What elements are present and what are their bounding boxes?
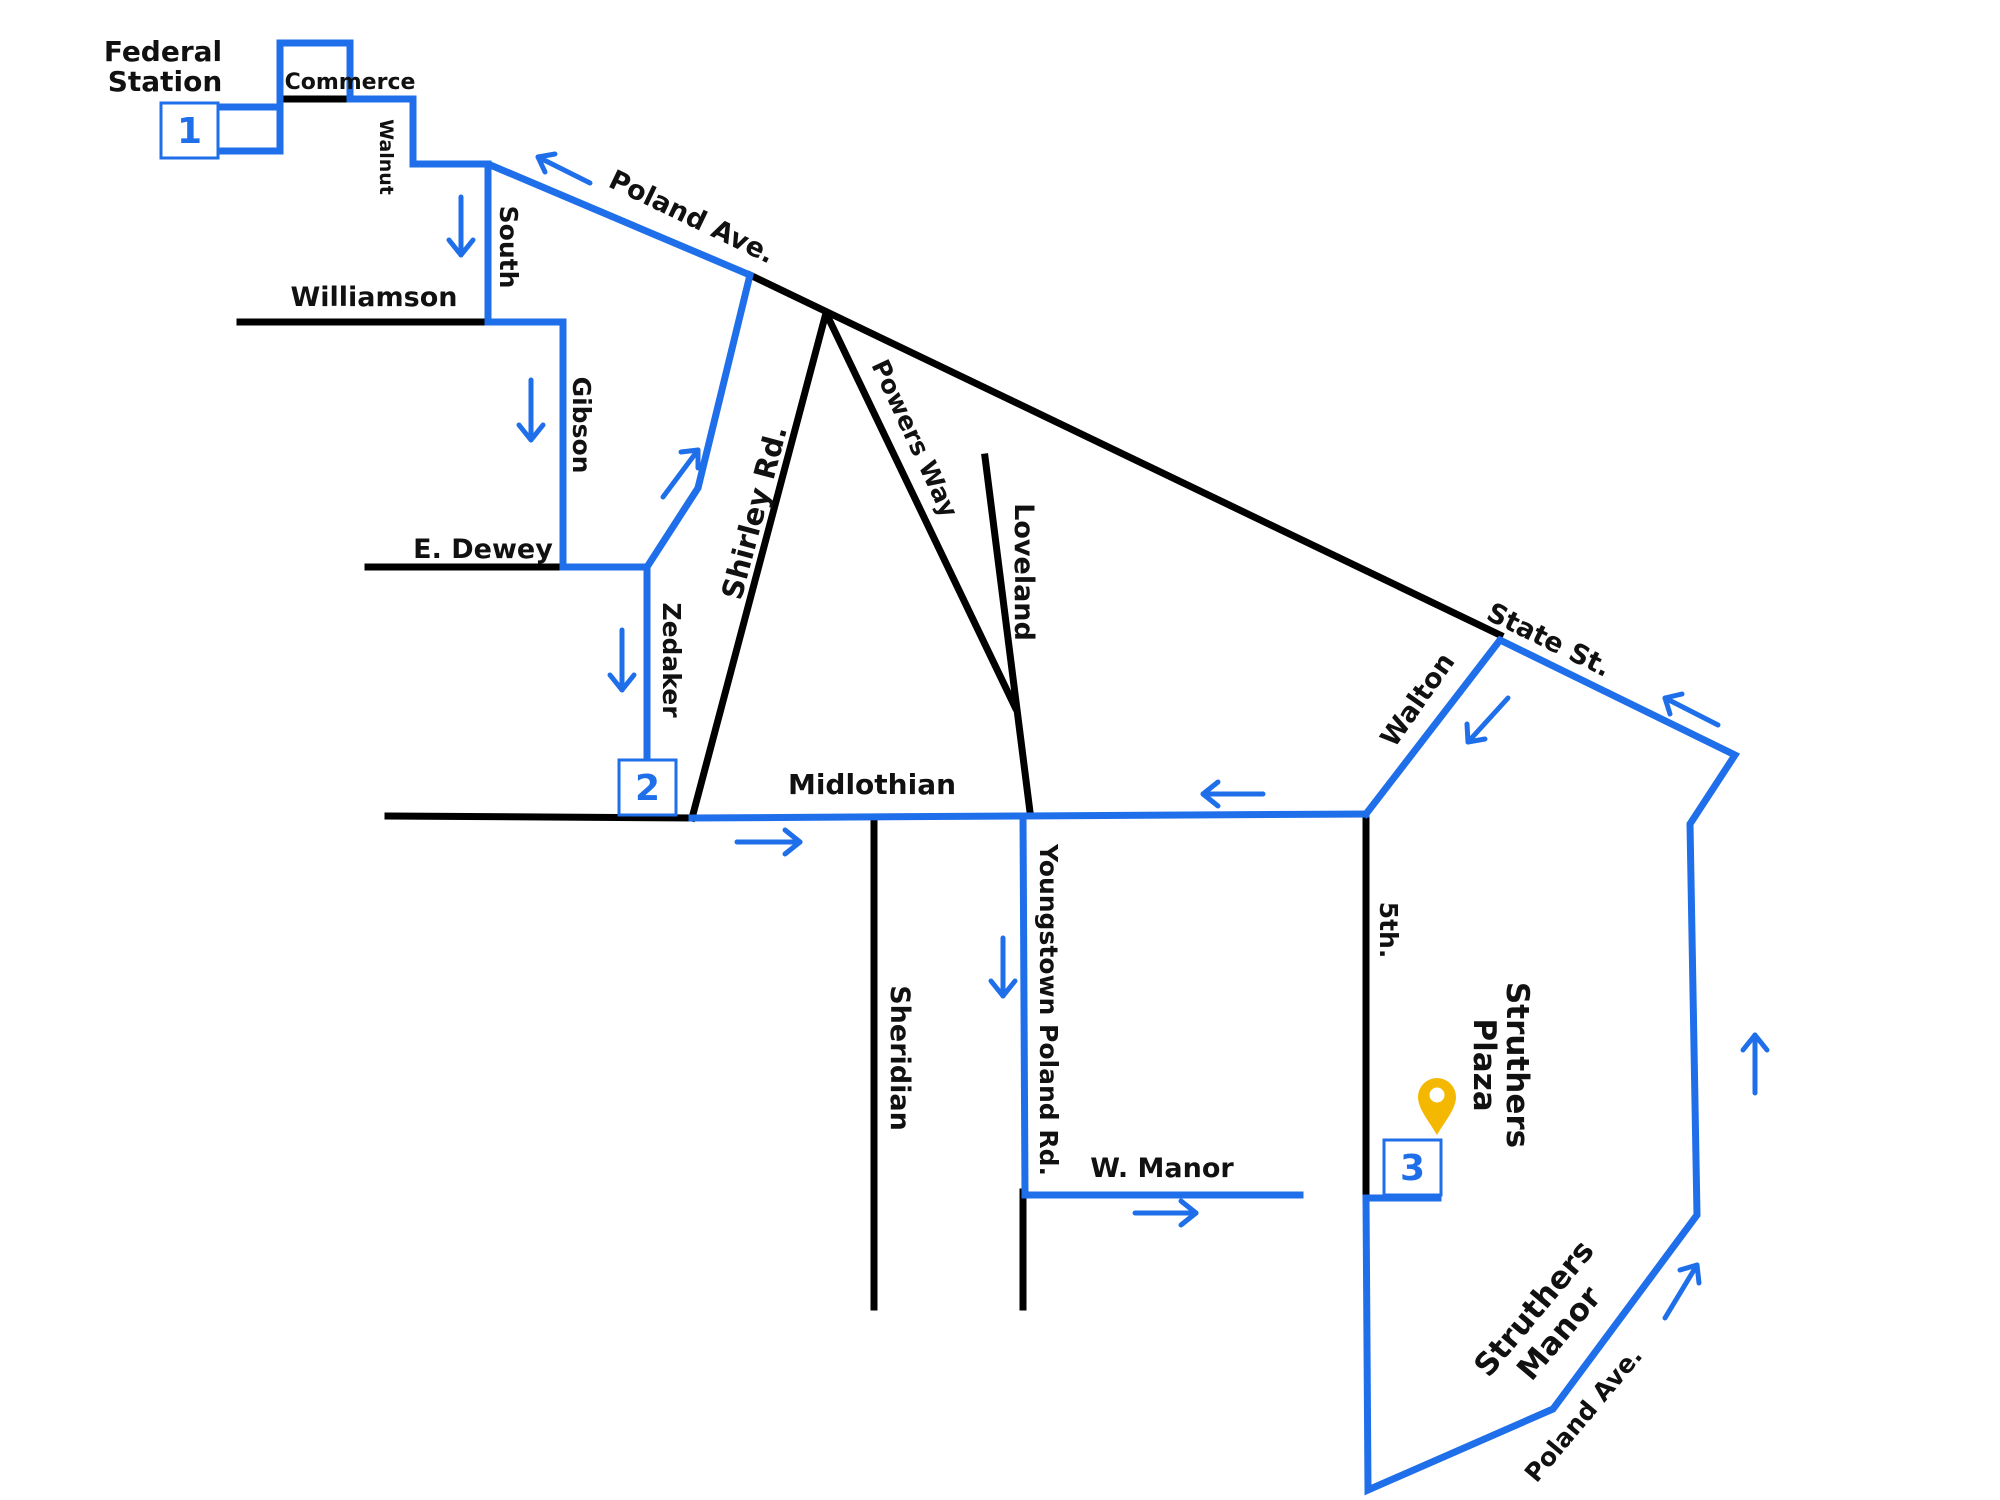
street-label-w-manor: W. Manor <box>1090 1153 1234 1184</box>
bus-route-layer <box>214 39 1741 1496</box>
streets-layer <box>236 95 1505 1311</box>
direction-arrows <box>446 151 1770 1321</box>
route-segment-walton-state-poland <box>1361 635 1741 1496</box>
route-segment-youngstown-poland <box>1019 812 1304 1199</box>
arrow-down-icon <box>988 935 1018 999</box>
street-label-poland-ave: Poland Ave. <box>604 164 780 270</box>
street-label-walnut: Walnut <box>375 119 397 195</box>
street-label-fifth: 5th. <box>1374 902 1403 959</box>
street-label-midlothian: Midlothian <box>788 768 956 801</box>
arrow-down-left-icon <box>1464 695 1511 745</box>
origin-label-line1: Federal <box>104 35 222 68</box>
street-powers-way <box>821 308 1020 712</box>
street-loveland <box>981 453 1034 816</box>
arrow-left-icon <box>1200 779 1266 809</box>
street-midlothian-west <box>384 812 696 822</box>
street-label-youngstown-poland-rd: Youngstown Poland Rd. <box>1034 843 1063 1176</box>
street-shirley-rd <box>687 308 831 823</box>
route-segment-south-gibson <box>484 160 651 571</box>
street-label-williamson: Williamson <box>291 282 458 313</box>
arrow-right-icon <box>1132 1198 1199 1228</box>
arrow-up-left-icon <box>535 151 593 186</box>
street-label-e-dewey: E. Dewey <box>413 534 553 565</box>
location-pin-icon[interactable] <box>1418 1078 1456 1135</box>
arrow-up-right-icon <box>660 447 701 500</box>
street-label-south: South <box>494 206 523 289</box>
stop-number: 1 <box>177 111 202 152</box>
stop-marker-3[interactable]: 3 <box>1382 1138 1443 1197</box>
street-label-sheridian: Sheridian <box>884 985 915 1131</box>
origin-label-line2: Station <box>108 65 223 98</box>
arrow-down-icon <box>446 194 476 258</box>
arrow-up-right-icon <box>1662 1262 1702 1321</box>
stop-number: 3 <box>1400 1148 1425 1189</box>
street-label-commerce: Commerce <box>285 70 416 95</box>
arrow-right-icon <box>734 827 803 857</box>
arrow-up-icon <box>1740 1032 1770 1096</box>
route-segment-north <box>214 39 755 774</box>
street-label-zedaker: Zedaker <box>657 602 686 718</box>
street-label-shirley-rd: Shirley Rd. <box>715 422 794 603</box>
stop-number: 2 <box>635 768 660 809</box>
street-label-walton: Walton <box>1375 647 1462 752</box>
stop-marker-2[interactable]: 2 <box>617 758 678 817</box>
arrow-down-icon <box>607 627 637 693</box>
destination-label-line1: Struthers <box>1499 982 1535 1148</box>
arrow-down-icon <box>516 377 546 443</box>
street-label-loveland: Loveland <box>1008 503 1039 641</box>
street-poland-ave-segment <box>745 270 1505 640</box>
street-label-gibson: Gibson <box>567 377 596 474</box>
destination-label-line2: Plaza <box>1466 1018 1502 1111</box>
stop-marker-1[interactable]: 1 <box>159 101 220 160</box>
arrow-up-left-icon <box>1662 691 1721 728</box>
route-segment-midlothian <box>688 810 1370 822</box>
